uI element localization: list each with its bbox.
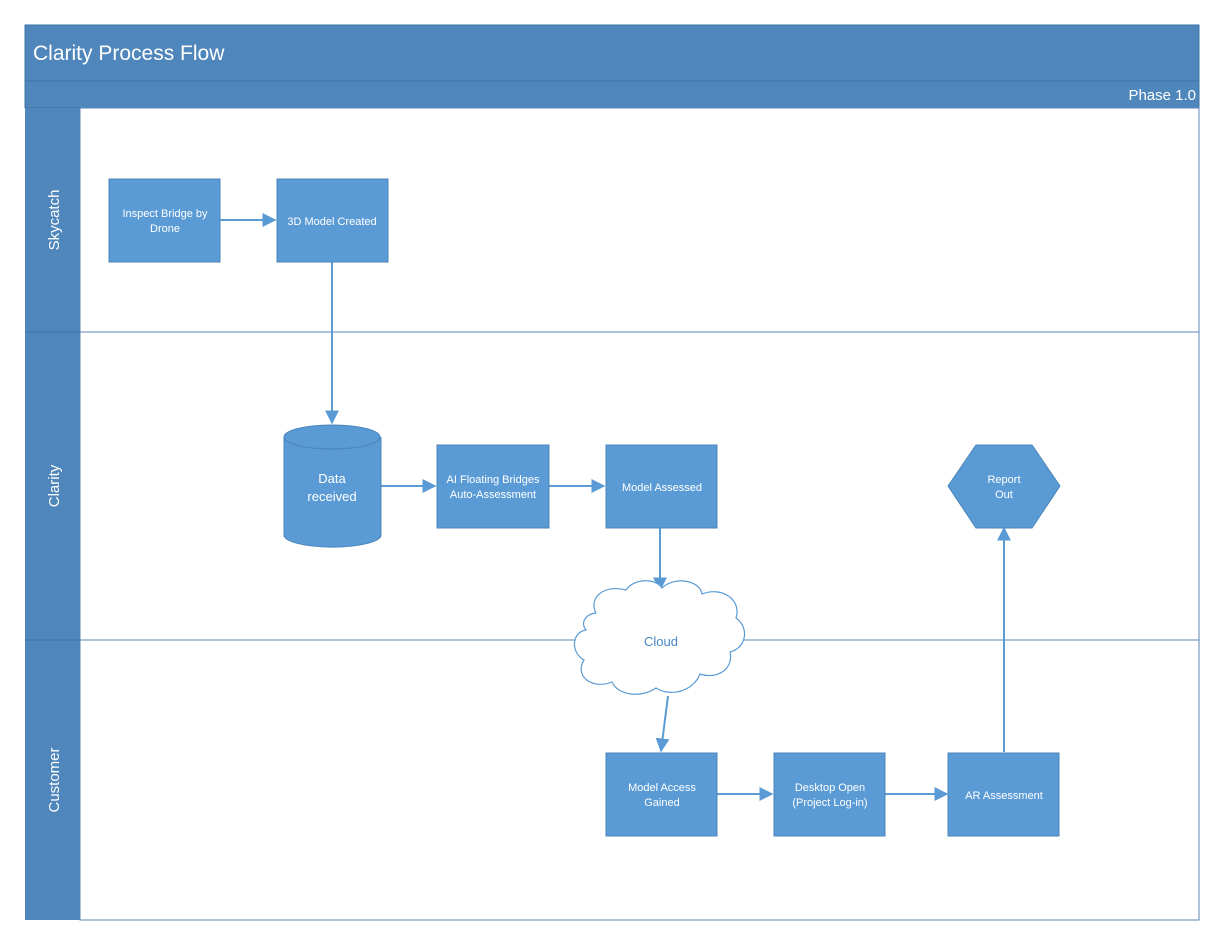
- phase-label: Phase 1.0: [1128, 87, 1196, 104]
- svg-text:Data: Data: [318, 471, 346, 486]
- node-model-assessed: Model Assessed: [605, 444, 718, 529]
- node-3d-model-created: 3D Model Created: [276, 178, 389, 263]
- svg-text:Desktop Open: Desktop Open: [795, 782, 865, 794]
- title-bar: [24, 24, 1200, 82]
- svg-text:Model Access: Model Access: [628, 782, 696, 794]
- node-ar-assessment: AR Assessment: [947, 752, 1060, 837]
- lane-label-clarity: Clarity: [46, 464, 63, 507]
- svg-text:Gained: Gained: [644, 797, 679, 809]
- node-cloud: Cloud: [573, 580, 746, 695]
- node-desktop-open: Desktop Open (Project Log-in): [773, 752, 886, 837]
- svg-text:Model Assessed: Model Assessed: [622, 482, 702, 494]
- lane-label-customer: Customer: [46, 747, 63, 812]
- svg-text:Inspect Bridge by: Inspect Bridge by: [123, 208, 208, 220]
- svg-text:Out: Out: [995, 489, 1013, 501]
- node-model-access-gained: Model Access Gained: [605, 752, 718, 837]
- svg-text:Auto-Assessment: Auto-Assessment: [450, 489, 536, 501]
- svg-text:Drone: Drone: [150, 223, 180, 235]
- lane-label-column: [25, 108, 80, 920]
- node-data-received: Data received: [283, 424, 382, 548]
- node-inspect-bridge: Inspect Bridge by Drone: [108, 178, 221, 263]
- node-ai-auto-assessment: AI Floating Bridges Auto-Assessment: [436, 444, 550, 529]
- svg-text:3D Model Created: 3D Model Created: [287, 216, 376, 228]
- svg-text:received: received: [307, 489, 356, 504]
- svg-text:AI Floating Bridges: AI Floating Bridges: [447, 474, 540, 486]
- svg-text:Report: Report: [987, 474, 1020, 486]
- node-report-out: Report Out: [947, 444, 1061, 529]
- svg-text:AR Assessment: AR Assessment: [965, 790, 1043, 802]
- lane-label-skycatch: Skycatch: [46, 190, 63, 251]
- svg-text:(Project Log-in): (Project Log-in): [792, 797, 867, 809]
- svg-text:Cloud: Cloud: [644, 634, 678, 649]
- diagram-title: Clarity Process Flow: [33, 42, 225, 65]
- phase-bar: [24, 80, 1200, 109]
- edge-cloud-to-access: [655, 695, 670, 753]
